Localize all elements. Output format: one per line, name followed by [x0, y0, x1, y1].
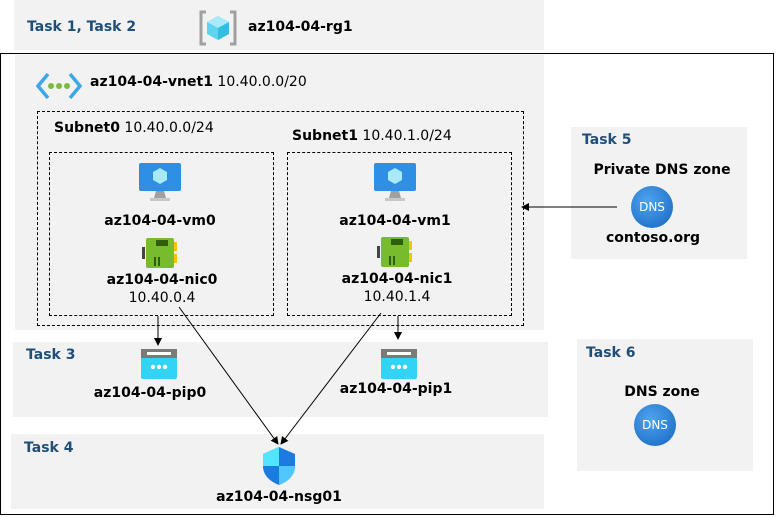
vnet-name: az104-04-vnet1	[90, 74, 213, 90]
vm0-icon	[139, 163, 181, 201]
subnet0-label: Subnet0 10.40.0.0/24	[54, 120, 214, 136]
vnet-label: az104-04-vnet1 10.40.0.0/20	[90, 74, 307, 90]
resource-group-icon	[199, 10, 237, 46]
vm1-name: az104-04-vm1	[339, 213, 451, 229]
resource-group-panel	[14, 0, 544, 50]
subnet0-box	[49, 152, 274, 316]
subnet1-label: Subnet1 10.40.1.0/24	[292, 128, 452, 144]
pip1-icon	[381, 349, 417, 379]
nic1-name: az104-04-nic1	[341, 271, 453, 287]
private-dns-icon: DNS	[631, 186, 673, 228]
pip0-name: az104-04-pip0	[93, 385, 207, 401]
subnet1-cidr: 10.40.1.0/24	[362, 128, 452, 144]
virtual-network-icon	[36, 72, 82, 100]
dns-zone-icon: DNS	[634, 404, 676, 446]
private-dns-zone-name: contoso.org	[605, 230, 701, 246]
pip1-name: az104-04-pip1	[339, 381, 453, 397]
task5-label: Task 5	[582, 132, 632, 148]
nic0-name: az104-04-nic0	[106, 272, 218, 288]
task4-label: Task 4	[24, 440, 74, 456]
nic1-ip: 10.40.1.4	[363, 289, 431, 305]
private-dns-title: Private DNS zone	[593, 162, 731, 178]
vnet-subnets-box	[37, 111, 524, 326]
task3-panel	[13, 342, 548, 417]
nic1-to-nsg-arrow	[280, 312, 382, 445]
subnet0-name: Subnet0	[54, 120, 120, 136]
nic0-icon	[142, 238, 177, 268]
nic1-icon	[377, 237, 412, 267]
nsg-shield-icon	[263, 447, 295, 485]
subnet1-box	[287, 152, 512, 316]
outer-border	[0, 53, 774, 515]
task6-label: Task 6	[586, 345, 636, 361]
resource-group-name: az104-04-rg1	[248, 19, 353, 35]
nic0-ip: 10.40.0.4	[128, 290, 196, 306]
pip0-icon	[141, 349, 177, 379]
vm0-name: az104-04-vm0	[104, 213, 216, 229]
vnet-panel	[15, 55, 544, 330]
task1-2-label: Task 1, Task 2	[27, 19, 137, 35]
vm1-icon	[374, 163, 416, 201]
dns-zone-title: DNS zone	[624, 384, 700, 400]
nsg-name: az104-04-nsg01	[216, 489, 342, 505]
nic0-to-nsg-arrow	[178, 306, 279, 445]
subnet0-cidr: 10.40.0.0/24	[124, 120, 214, 136]
subnet1-name: Subnet1	[292, 128, 358, 144]
task3-label: Task 3	[26, 347, 76, 363]
task6-panel	[577, 339, 753, 471]
vnet-cidr: 10.40.0.0/20	[217, 74, 307, 90]
